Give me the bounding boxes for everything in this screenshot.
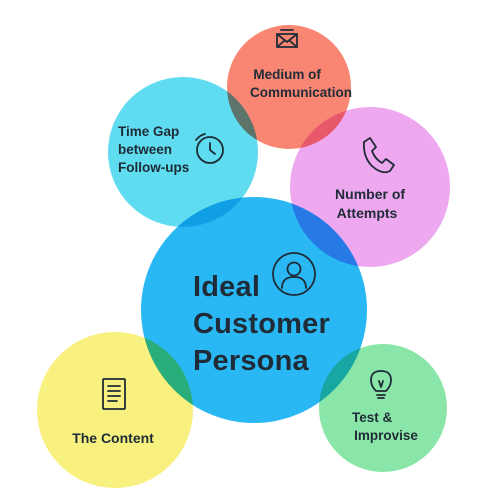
bubble-medium-label-2: Communication (250, 85, 352, 100)
bubble-content-label-1: The Content (72, 430, 154, 446)
svg-text:Medium of Communication: Medium of Communication (250, 67, 352, 100)
bubble-medium-label-1: Medium of (253, 67, 321, 82)
bubble-timegap (108, 77, 258, 227)
clock-icon (195, 133, 224, 164)
bubble-timegap-label-1: Time Gap (118, 124, 179, 139)
bubble-attempts-label-1: Number of (335, 186, 405, 202)
center-label-2: Customer (193, 308, 330, 340)
svg-text:Time Gap between Follo: Time Gap between Follow-ups (118, 124, 189, 175)
bubble-timegap-label-3: Follow-ups (118, 160, 189, 175)
bubble-test-label-2: Improvise (354, 428, 418, 443)
center-label-1: Ideal (193, 271, 260, 303)
bubble-center (141, 197, 367, 423)
bubble-test (319, 344, 447, 472)
bubble-attempts-label-2: Attempts (337, 205, 398, 221)
center-label-3: Persona (193, 345, 310, 377)
svg-text:Number of Attempts: Number of Attempts (335, 186, 409, 221)
bubble-content (37, 332, 193, 488)
svg-text:The Content: The Content (72, 430, 154, 446)
svg-text:Test & Improvise: Test & Improvise (352, 410, 418, 443)
bubble-test-label-1: Test & (352, 410, 393, 425)
bubbles (37, 25, 450, 488)
bubble-medium (227, 25, 351, 149)
document-icon (102, 378, 126, 410)
lightbulb-icon (370, 370, 392, 399)
svg-text:Ideal Customer Persona: Ideal Customer Persona (193, 271, 338, 377)
envelope-icon (276, 29, 298, 48)
bubble-timegap-label-2: between (118, 142, 172, 157)
phone-icon (363, 137, 395, 174)
user-icon (272, 252, 316, 296)
